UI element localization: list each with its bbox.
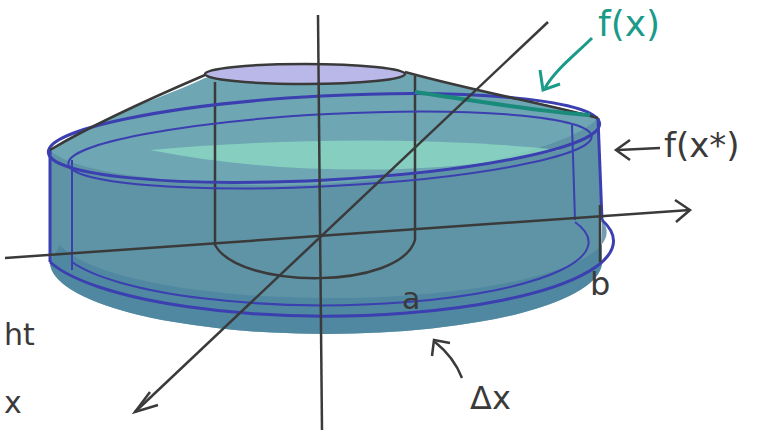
leader-line xyxy=(618,148,660,150)
inner-glow xyxy=(150,141,560,170)
leader-line xyxy=(545,38,592,88)
width-label: Δx xyxy=(470,382,511,414)
side-note: ht xyxy=(4,320,35,350)
inner-top-rim xyxy=(66,100,593,199)
function-label: f(x) xyxy=(598,6,660,42)
bound-label: a xyxy=(402,284,420,314)
sample-height-label: f(x*) xyxy=(664,128,740,162)
x-axis xyxy=(5,210,690,258)
inner-top-ellipse xyxy=(205,64,405,84)
z-axis xyxy=(318,15,322,430)
function-curve xyxy=(415,92,590,115)
y-axis xyxy=(135,22,548,412)
top-surface xyxy=(50,69,598,186)
side-note: x xyxy=(4,388,22,418)
leader-line xyxy=(435,342,462,378)
bound-label: b xyxy=(590,268,610,300)
